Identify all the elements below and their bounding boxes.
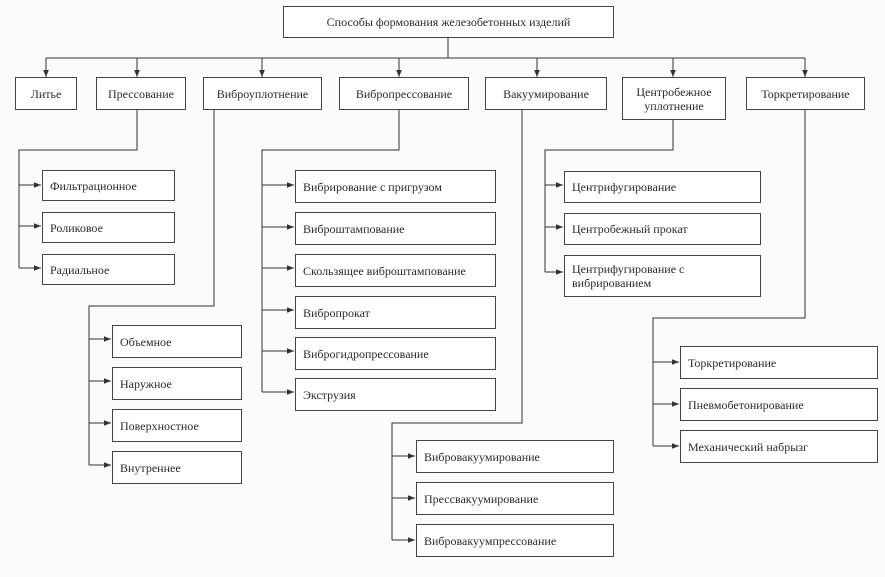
- sub-label: Торкретирование: [688, 355, 777, 370]
- method-label: Виброуплотнение: [216, 86, 309, 101]
- sub-vibrirovanie-s-prigruzom: Вибрирование с пригрузом: [295, 170, 496, 203]
- sub-ekstruziya: Экструзия: [295, 378, 496, 411]
- sub-label: Вибрирование с пригрузом: [303, 179, 442, 194]
- sub-label: Прессвакуумирование: [424, 491, 539, 506]
- root-title: Способы формования железобетонных издели…: [283, 6, 614, 38]
- sub-label: Экструзия: [303, 387, 356, 402]
- method-torkretirovanie: Торкретирование: [746, 77, 865, 110]
- method-pressovanie: Прессование: [96, 77, 186, 110]
- sub-rolikovoe: Роликовое: [42, 212, 175, 243]
- sub-poverhnostnoe: Поверхностное: [112, 409, 242, 442]
- sub-label: Вибровакуумпрессование: [424, 533, 557, 548]
- sub-label: Вибровакуумирование: [424, 449, 540, 464]
- method-label: Вибропрессование: [355, 86, 453, 101]
- sub-label: Скользящее виброштампование: [303, 263, 466, 278]
- sub-vibrovakuumirovanie: Вибровакуумирование: [416, 440, 614, 473]
- method-vibrouplotnenie: Виброуплотнение: [203, 77, 322, 110]
- sub-label: Наружное: [120, 376, 172, 391]
- sub-label: Центрифугирование: [572, 180, 677, 194]
- method-label: Прессование: [108, 86, 174, 101]
- method-label: Вакуумирование: [503, 86, 589, 101]
- sub-centrifugirovanie-s-vibrirovaniem: Центрифугирование с вибрированием: [564, 255, 761, 297]
- sub-vibroshtampovanie: Виброштампование: [295, 212, 496, 245]
- sub-label: Механический набрызг: [688, 439, 808, 454]
- sub-label: Поверхностное: [120, 418, 199, 433]
- sub-label: Внутреннее: [120, 460, 181, 475]
- sub-centrifugirovanie: Центрифугирование: [564, 171, 761, 203]
- sub-skolzyaschee-vibroshtampovanie: Скользящее виброштампование: [295, 254, 496, 287]
- sub-label: Фильтрационное: [50, 178, 137, 193]
- sub-vibrovakuumpressovanie: Вибровакуумпрессование: [416, 524, 614, 557]
- sub-label: Центробежный прокат: [572, 222, 688, 236]
- sub-filtracionnoe: Фильтрационное: [42, 170, 175, 201]
- sub-pressvakuumirovanie: Прессвакуумирование: [416, 482, 614, 515]
- method-label: Литье: [30, 86, 62, 101]
- sub-label: Радиальное: [50, 262, 110, 277]
- sub-vibroprokat: Вибропрокат: [295, 296, 496, 329]
- sub-label: Пневмобетонирование: [688, 397, 804, 412]
- method-vibropressovanie: Вибропрессование: [339, 77, 469, 110]
- sub-vibrogidropressovanie: Виброгидропрессование: [295, 337, 496, 370]
- sub-pnevmobetonirovanie: Пневмобетонирование: [680, 388, 878, 421]
- sub-label: Вибропрокат: [303, 305, 370, 320]
- sub-naruzhnoe: Наружное: [112, 367, 242, 400]
- sub-label: Центрифугирование с вибрированием: [572, 262, 685, 290]
- sub-centrobezhnyj-prokat: Центробежный прокат: [564, 213, 761, 245]
- sub-obemnoe: Объемное: [112, 325, 242, 358]
- method-litye: Литье: [15, 77, 77, 110]
- method-label: Торкретирование: [761, 86, 850, 101]
- sub-label: Виброгидропрессование: [303, 346, 429, 361]
- root-title-text: Способы формования железобетонных издели…: [326, 15, 571, 29]
- method-label: Центробежное уплотнение: [636, 84, 712, 113]
- sub-radialnoe: Радиальное: [42, 254, 175, 285]
- method-vakuumirovanie: Вакуумирование: [485, 77, 607, 110]
- sub-label: Виброштампование: [303, 221, 405, 236]
- sub-vnutrennee: Внутреннее: [112, 451, 242, 484]
- method-centrobezhnoe: Центробежное уплотнение: [622, 77, 726, 120]
- sub-mehanicheskij-nabryzg: Механический набрызг: [680, 430, 878, 463]
- sub-label: Роликовое: [50, 220, 103, 235]
- sub-label: Объемное: [120, 334, 172, 349]
- sub-torkretirovanie: Торкретирование: [680, 346, 878, 379]
